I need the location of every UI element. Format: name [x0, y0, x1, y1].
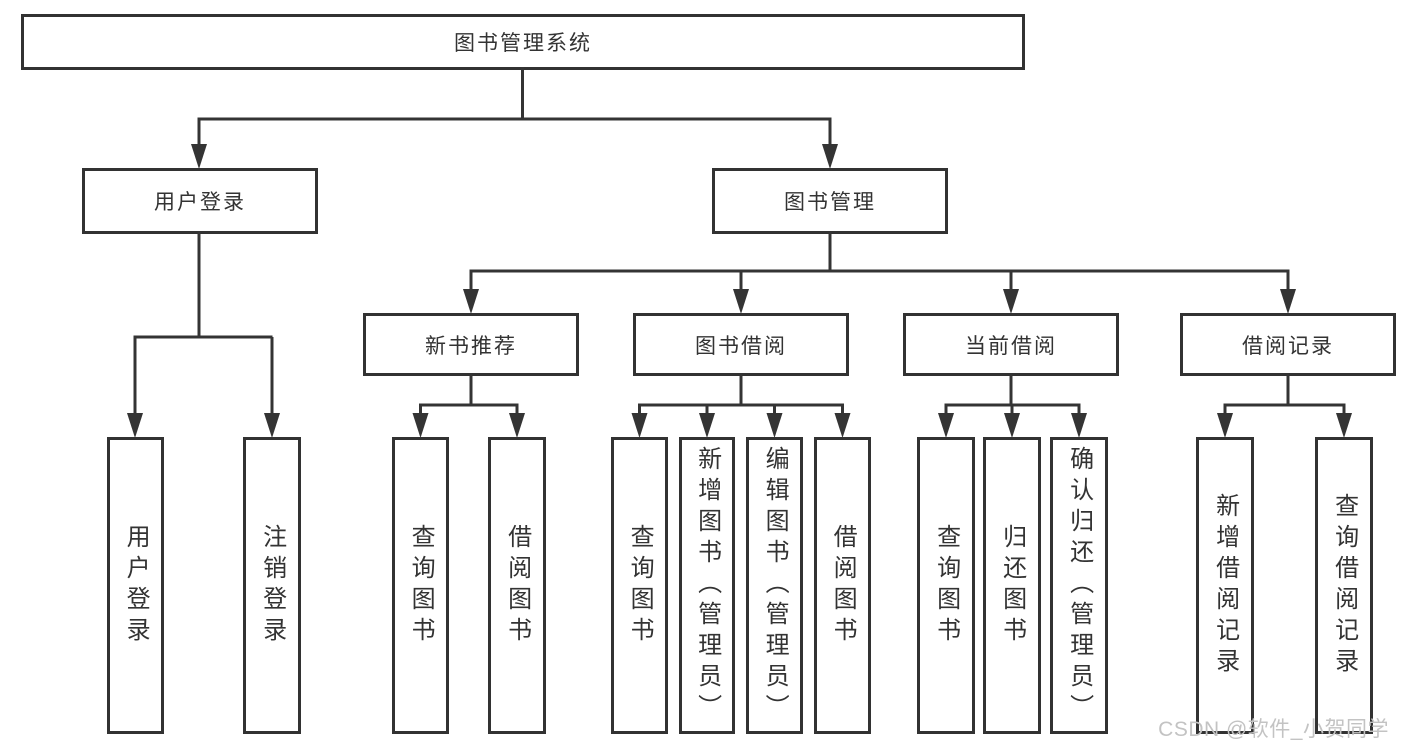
leaf-logout: 注销登录 — [243, 437, 301, 734]
leaf-borrow-books: 借阅图书 — [814, 437, 871, 734]
node-label: 借阅图书 — [829, 523, 857, 648]
leaf-edit-books-admin: 编辑图书（管理员） — [746, 437, 803, 734]
node-label: 借阅图书 — [503, 523, 531, 648]
node-label: 当前借阅 — [965, 334, 1057, 358]
node-new-book-recommendation: 新书推荐 — [363, 313, 579, 376]
leaf-query-books-borrow: 查询图书 — [611, 437, 668, 734]
leaf-add-borrow-record: 新增借阅记录 — [1196, 437, 1254, 734]
node-label: 注销登录 — [258, 523, 286, 648]
node-book-borrowing: 图书借阅 — [633, 313, 849, 376]
node-label: 编辑图书（管理员） — [761, 446, 789, 725]
leaf-query-books-recommend: 查询图书 — [392, 437, 449, 734]
leaf-user-login: 用户登录 — [107, 437, 164, 734]
node-current-borrowing: 当前借阅 — [903, 313, 1119, 376]
node-book-management: 图书管理 — [712, 168, 948, 234]
node-label: 新增图书（管理员） — [693, 446, 721, 725]
node-label: 查询图书 — [407, 523, 435, 648]
node-label: 查询图书 — [932, 523, 960, 648]
node-label: 新增借阅记录 — [1211, 492, 1239, 679]
leaf-add-books-admin: 新增图书（管理员） — [679, 437, 735, 734]
leaf-query-books-current: 查询图书 — [917, 437, 975, 734]
node-borrowing-records: 借阅记录 — [1180, 313, 1396, 376]
leaf-borrow-books-recommend: 借阅图书 — [488, 437, 546, 734]
node-label: 图书管理 — [784, 191, 876, 214]
node-label: 图书借阅 — [695, 334, 787, 358]
node-label: 图书管理系统 — [454, 32, 592, 55]
node-label: 归还图书 — [998, 523, 1026, 648]
node-label: 查询借阅记录 — [1330, 492, 1358, 679]
leaf-confirm-return-admin: 确认归还（管理员） — [1050, 437, 1108, 734]
node-label: 确认归还（管理员） — [1065, 446, 1093, 725]
node-label: 查询图书 — [626, 523, 654, 648]
csdn-watermark: CSDN @软件_小贺同学 — [1158, 718, 1389, 741]
leaf-query-borrow-record: 查询借阅记录 — [1315, 437, 1373, 734]
node-label: 新书推荐 — [425, 334, 517, 358]
node-library-management-system: 图书管理系统 — [21, 14, 1025, 70]
leaf-return-books: 归还图书 — [983, 437, 1041, 734]
node-label: 借阅记录 — [1242, 334, 1334, 358]
node-user-login: 用户登录 — [82, 168, 318, 234]
node-label: 用户登录 — [154, 191, 246, 214]
node-label: 用户登录 — [122, 523, 150, 648]
